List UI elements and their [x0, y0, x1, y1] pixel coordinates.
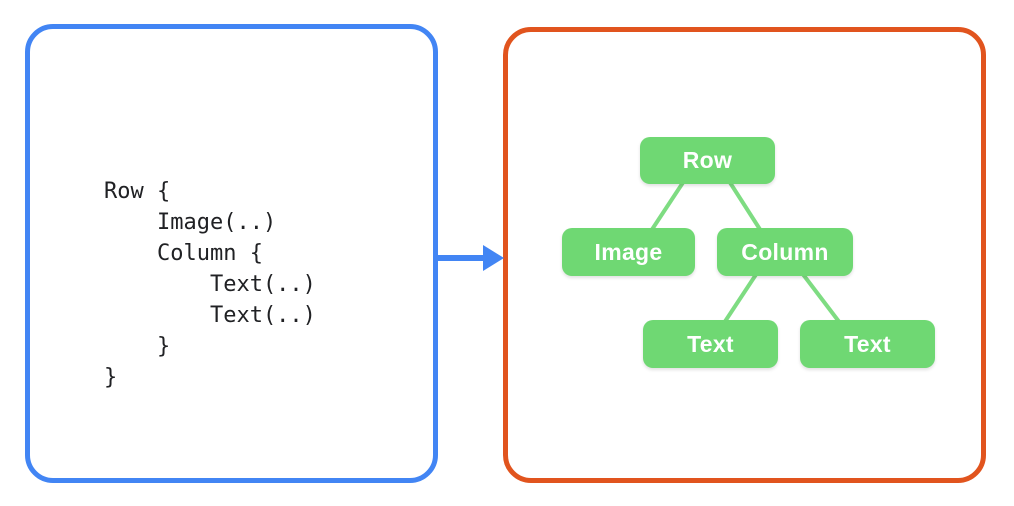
arrow-right-icon [437, 245, 504, 271]
tree-node-label: Text [844, 330, 891, 357]
tree-node-label: Text [687, 330, 734, 357]
tree-node-row: Row [640, 137, 775, 184]
code-line: Image(..) [104, 210, 277, 235]
tree-node-text-1: Text [643, 320, 778, 368]
code-line: Row { [104, 179, 171, 204]
code-line: Text(..) [104, 303, 316, 328]
code-panel [25, 24, 438, 483]
tree-node-label: Column [741, 238, 829, 265]
tree-node-column: Column [717, 228, 853, 276]
code-line: } [104, 334, 171, 359]
code-line: Text(..) [104, 272, 316, 297]
tree-node-label: Image [594, 238, 663, 265]
tree-node-text-2: Text [800, 320, 935, 368]
code-snippet: Row { Image(..) Column { Text(..) Text(.… [104, 176, 316, 393]
tree-node-label: Row [682, 147, 733, 173]
code-line: } [104, 365, 118, 390]
code-line: Column { [104, 241, 263, 266]
tree-node-image: Image [562, 228, 695, 276]
